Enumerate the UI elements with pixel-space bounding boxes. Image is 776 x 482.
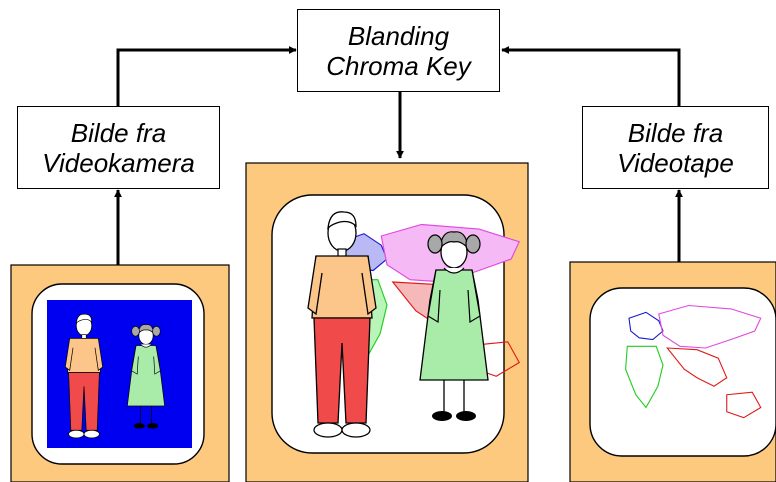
videotape-line2: Videotape	[617, 147, 734, 178]
camera-line2: Videokamera	[42, 147, 195, 178]
videotape-line1: Bilde fra	[627, 117, 724, 148]
videotape-frame	[569, 261, 776, 482]
videotape-screen	[589, 287, 776, 457]
blending-box: Blanding Chroma Key	[297, 9, 500, 92]
camera-line1: Bilde fra	[70, 117, 167, 148]
arrow-label-to-blending-left	[116, 46, 297, 106]
videotape-label-box: Bilde fra Videotape	[582, 106, 769, 189]
camera-frame	[10, 264, 230, 482]
camera-label-box: Bilde fra Videokamera	[17, 106, 220, 189]
arrow-label-to-blending-right	[501, 46, 681, 106]
blending-line2: Chroma Key	[326, 50, 471, 81]
composite-frame	[245, 162, 529, 482]
blending-line1: Blanding	[347, 20, 450, 51]
